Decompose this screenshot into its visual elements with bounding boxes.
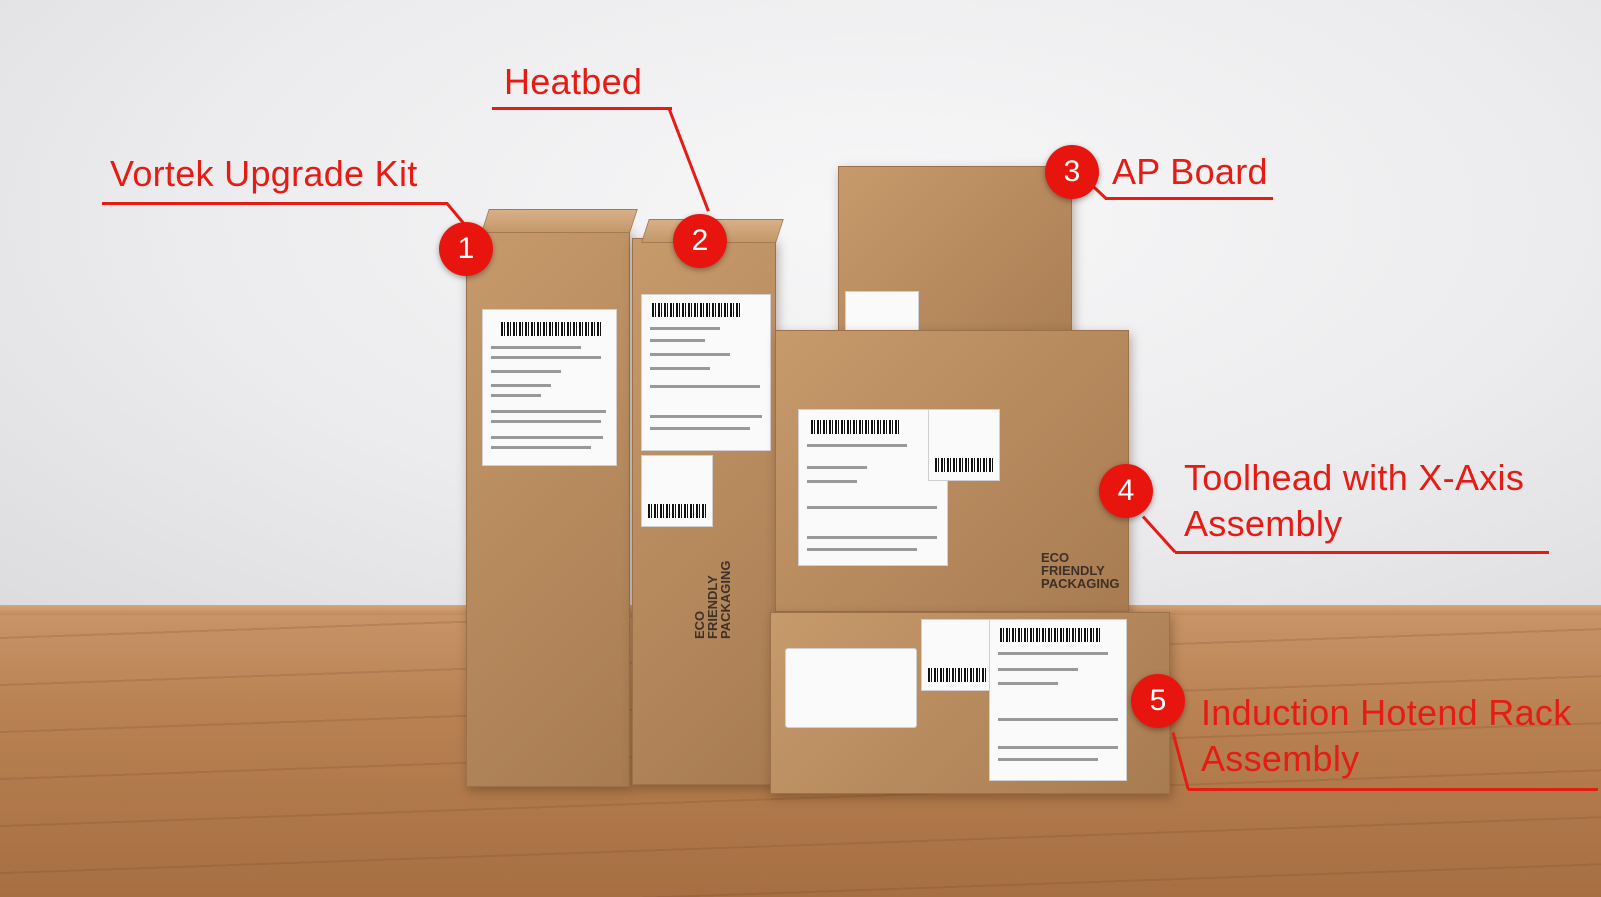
callout-badge-5: 5 [1131, 674, 1185, 728]
shipping-label [641, 294, 771, 451]
callout-line-5 [1188, 788, 1598, 791]
callout-badge-3: 3 [1045, 145, 1099, 199]
blank-sticker [785, 648, 917, 728]
shipping-label [798, 409, 948, 566]
callout-label-4-line2: Assembly [1184, 503, 1343, 544]
callout-badge-2: 2 [673, 214, 727, 268]
callout-badge-1: 1 [439, 222, 493, 276]
box-induction-hotend-rack [770, 612, 1170, 794]
callout-label-3: AP Board [1112, 151, 1268, 192]
callout-badge-4: 4 [1099, 464, 1153, 518]
barcode-sticker [921, 619, 993, 691]
callout-label-4-line1: Toolhead with X-Axis [1184, 457, 1525, 498]
shipping-label [482, 309, 617, 466]
callout-label-1: Vortek Upgrade Kit [110, 153, 418, 194]
callout-line-3 [1105, 197, 1273, 200]
barcode-sticker [928, 409, 1000, 481]
shipping-label [989, 619, 1127, 781]
callout-label-2: Heatbed [504, 61, 643, 102]
callout-label-5-line2: Assembly [1201, 738, 1360, 779]
callout-line-4 [1175, 551, 1549, 554]
callout-line-1 [102, 202, 448, 205]
callout-label-5-line1: Induction Hotend Rack [1201, 692, 1572, 733]
box-vortek-upgrade-kit [466, 209, 638, 787]
box-top [481, 209, 638, 233]
callout-line-2 [492, 107, 672, 110]
barcode-sticker [641, 455, 713, 527]
